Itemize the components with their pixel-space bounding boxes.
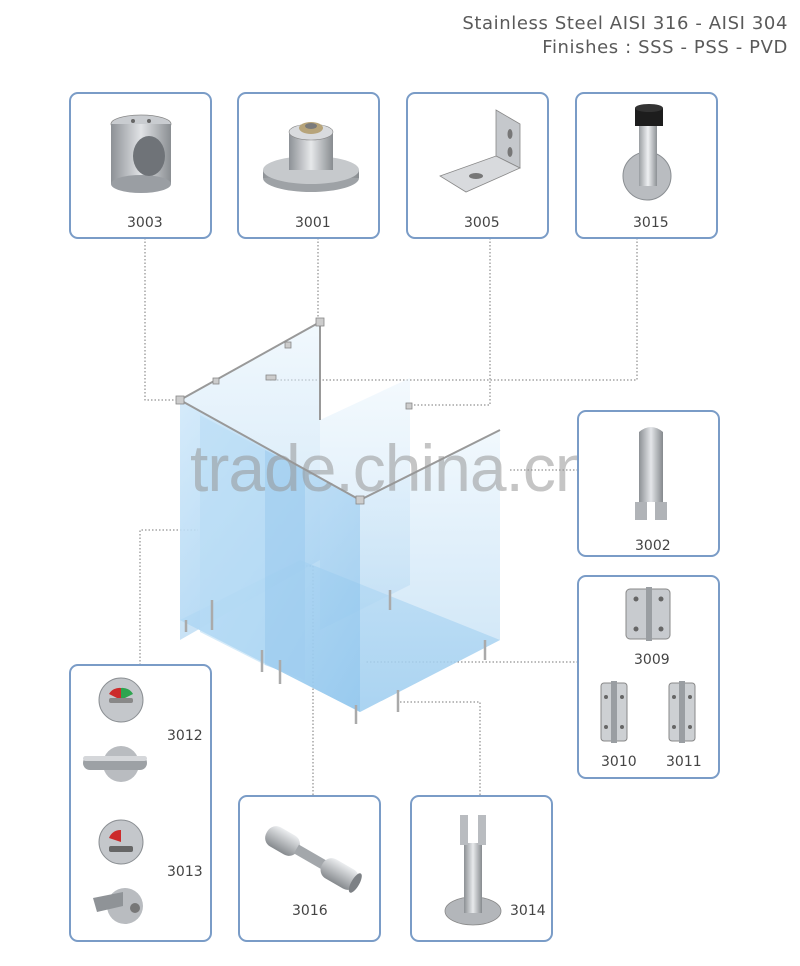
part-code-3015: 3015 <box>633 215 669 231</box>
part-code-3002: 3002 <box>635 538 671 554</box>
part-card-3001: 3001 <box>237 92 380 239</box>
part-card-3005: 3005 <box>406 92 549 239</box>
part-code-3012: 3012 <box>167 728 203 744</box>
part-code-3005: 3005 <box>464 215 500 231</box>
header: Stainless Steel AISI 316 - AISI 304 Fini… <box>462 12 788 60</box>
indicator-lock-3013-icon <box>93 819 144 924</box>
pull-handle-3016-icon <box>265 826 362 893</box>
angle-bracket-3005-icon <box>439 109 521 193</box>
wall-stopper-3015-icon <box>622 104 672 201</box>
part-card-hinges: 3009 3010 3011 <box>577 575 720 779</box>
hinge-3009-icon <box>625 587 671 641</box>
part-card-3014: 3014 <box>410 795 553 942</box>
part-code-3013: 3013 <box>167 864 203 880</box>
part-code-3014: 3014 <box>510 903 546 919</box>
part-code-3010: 3010 <box>601 754 637 770</box>
part-card-3003: 3003 <box>69 92 212 239</box>
glass-clamp-3002-icon <box>635 427 667 520</box>
hinge-3011-icon <box>668 681 696 743</box>
knob-3003-icon <box>110 114 172 193</box>
finishes-spec: Finishes : SSS - PSS - PVD <box>542 37 788 58</box>
hinge-3010-icon <box>600 681 628 743</box>
indicator-lock-3012-icon <box>83 677 147 782</box>
part-code-3009: 3009 <box>634 652 670 668</box>
part-card-3002: 3002 <box>577 410 720 557</box>
part-card-3015: 3015 <box>575 92 718 239</box>
part-code-3011: 3011 <box>666 754 702 770</box>
part-card-3016: 3016 <box>238 795 381 942</box>
support-leg-3014-icon <box>444 815 502 926</box>
material-spec: Stainless Steel AISI 316 - AISI 304 <box>462 13 788 34</box>
part-card-locks: 3012 3013 <box>69 664 212 942</box>
door-stop-3001-icon <box>263 122 359 192</box>
part-code-3016: 3016 <box>292 903 328 919</box>
part-code-3003: 3003 <box>127 215 163 231</box>
part-code-3001: 3001 <box>295 215 331 231</box>
